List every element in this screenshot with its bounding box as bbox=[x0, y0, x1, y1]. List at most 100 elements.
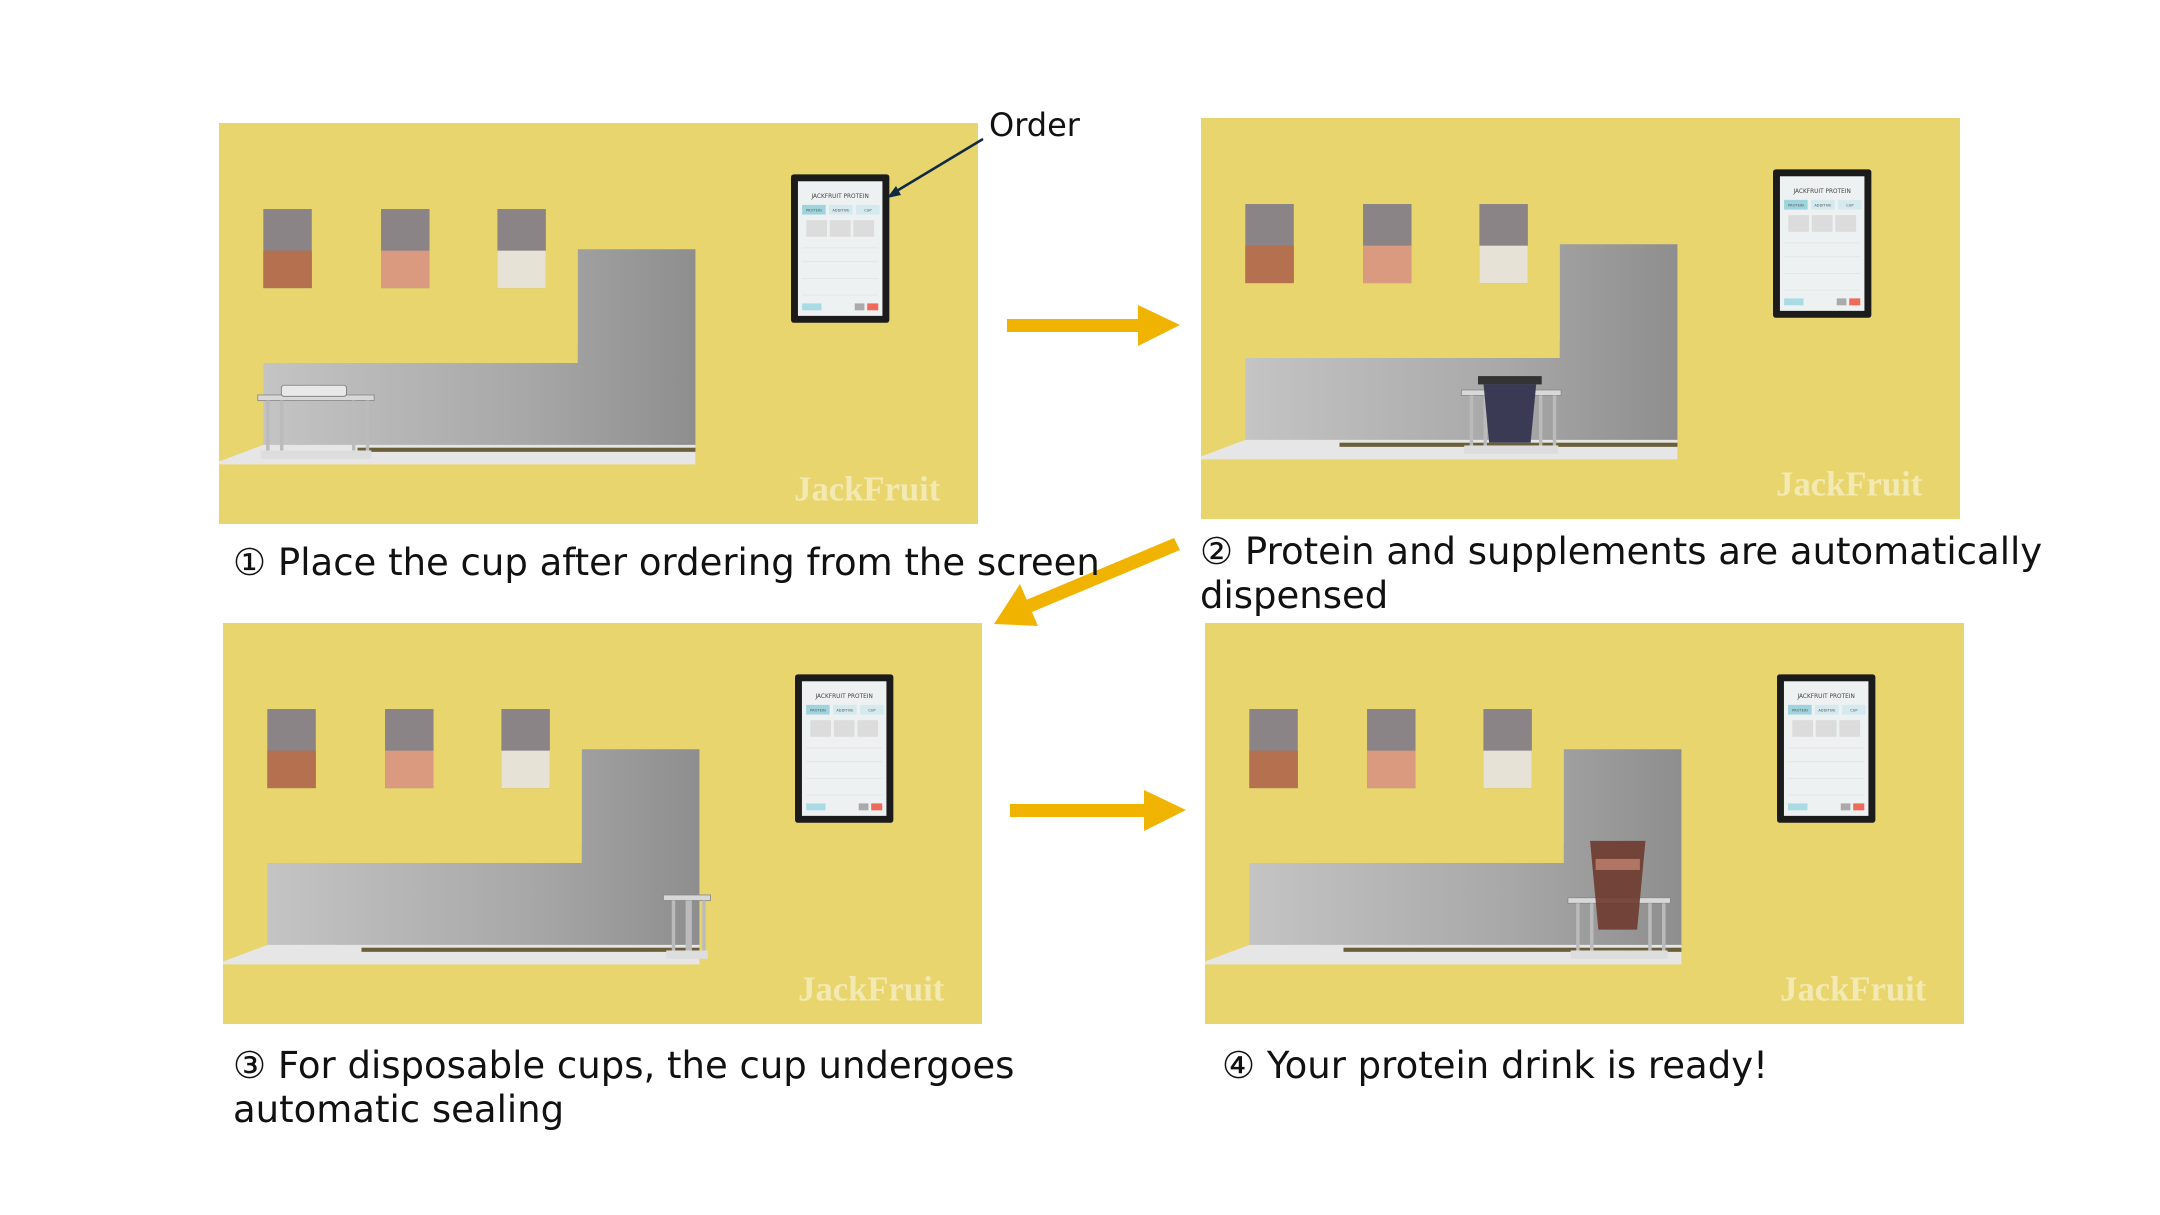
screen-option-tile bbox=[1835, 215, 1857, 232]
screen-tab-label: PROTEIN bbox=[806, 209, 822, 213]
jackfruit-watermark-logo: JackFruit bbox=[1776, 465, 1923, 503]
screen-tab-label: PROTEIN bbox=[810, 709, 826, 713]
stand-base bbox=[666, 950, 708, 959]
screen-button-cancel bbox=[854, 303, 865, 311]
dispensing-recess bbox=[1249, 749, 1682, 962]
screen-tab-label: CUP bbox=[1846, 204, 1854, 208]
screen-option-tile bbox=[1792, 720, 1814, 737]
powder-2 bbox=[381, 250, 430, 289]
powder-2 bbox=[1363, 245, 1412, 284]
screen-display bbox=[801, 681, 887, 816]
stand-leg bbox=[1576, 903, 1580, 957]
screen-tab-additive bbox=[833, 704, 857, 715]
step-2-caption-line-2: dispensed bbox=[1200, 574, 1389, 617]
screen-option-tile bbox=[810, 720, 832, 737]
screen-button-pay bbox=[871, 803, 883, 811]
stand-leg bbox=[671, 900, 676, 957]
leader-arrowhead-icon bbox=[887, 186, 901, 198]
screen-button-pay bbox=[1853, 803, 1865, 811]
jackfruit-watermark-logo: JackFruit bbox=[794, 470, 941, 508]
stand-base bbox=[1464, 445, 1559, 454]
stand-leg bbox=[1469, 395, 1474, 452]
screen-option-tile bbox=[1788, 215, 1810, 232]
screen-option-tile bbox=[833, 720, 855, 737]
stand-leg bbox=[1662, 903, 1666, 957]
screen-tab-protein bbox=[1788, 704, 1812, 715]
cup-lid bbox=[280, 384, 347, 397]
screen-display bbox=[797, 181, 883, 316]
screen-option-tile bbox=[853, 220, 875, 237]
screen-tab-label: ADDITIVE bbox=[836, 709, 854, 713]
screen-tab-additive bbox=[1815, 704, 1839, 715]
screen-tab-protein bbox=[802, 204, 826, 215]
screen-tab-cup bbox=[856, 204, 880, 215]
screen-button-pay bbox=[867, 303, 879, 311]
step-1-caption: ① Place the cup after ordering from the … bbox=[233, 541, 1100, 584]
stand-leg bbox=[1590, 903, 1594, 957]
cup-station bbox=[257, 384, 375, 459]
step-3-caption: ③ For disposable cups, the cup undergoes… bbox=[233, 1044, 1014, 1132]
powder-1 bbox=[1245, 245, 1294, 284]
stand-leg bbox=[685, 900, 690, 957]
step-3-caption-line-1: ③ For disposable cups, the cup undergoes bbox=[233, 1044, 1015, 1087]
step-3-caption-line-2: automatic sealing bbox=[233, 1088, 565, 1131]
powder-1 bbox=[267, 750, 316, 789]
cup-station bbox=[1460, 376, 1562, 454]
jackfruit-watermark-logo: JackFruit bbox=[1780, 970, 1927, 1008]
stand-leg bbox=[1538, 395, 1543, 452]
screen-button-pay bbox=[1849, 298, 1861, 306]
leader-line bbox=[894, 137, 984, 194]
screen-tab-label: PROTEIN bbox=[1792, 709, 1808, 713]
screen-tab-label: ADDITIVE bbox=[832, 209, 850, 213]
screen-tab-additive bbox=[1811, 199, 1835, 210]
screen-title: JACKFRUIT PROTEIN bbox=[1796, 694, 1854, 700]
screen-tab-protein bbox=[806, 704, 830, 715]
stand-leg bbox=[1648, 903, 1652, 957]
dispensing-recess bbox=[267, 749, 700, 962]
screen-option-tile bbox=[1815, 720, 1837, 737]
empty-cup bbox=[1483, 384, 1537, 443]
screen-option-tile bbox=[1839, 720, 1861, 737]
screen-button-order bbox=[1784, 298, 1804, 306]
powder-2 bbox=[385, 750, 434, 789]
screen-button-order bbox=[1788, 803, 1808, 811]
stand-leg bbox=[1483, 395, 1488, 452]
stand-leg bbox=[266, 400, 270, 457]
order-touchscreen: JACKFRUIT PROTEIN PROTEIN ADDITIVE CUP bbox=[795, 674, 894, 823]
screen-tab-label: ADDITIVE bbox=[1814, 204, 1832, 208]
stand-leg bbox=[688, 900, 692, 957]
screen-button-order bbox=[802, 303, 822, 311]
screen-option-tile bbox=[829, 220, 851, 237]
cup-station bbox=[663, 894, 711, 959]
screen-button-cancel bbox=[1840, 803, 1851, 811]
screen-tab-label: CUP bbox=[868, 709, 876, 713]
screen-display bbox=[1779, 176, 1865, 311]
step-4-caption: ④ Your protein drink is ready! bbox=[1222, 1044, 1768, 1087]
powder-3 bbox=[497, 250, 546, 289]
stand-leg bbox=[279, 400, 284, 457]
cup-station bbox=[1567, 840, 1671, 959]
powder-3 bbox=[1483, 750, 1532, 789]
dispensing-recess bbox=[263, 249, 696, 462]
order-callout-label: Order bbox=[989, 106, 1080, 144]
screen-display bbox=[1783, 681, 1869, 816]
conveyor-rail bbox=[1343, 947, 1682, 952]
flow-arrows bbox=[994, 305, 1186, 831]
dispensing-recess bbox=[1245, 244, 1678, 457]
screen-tab-label: PROTEIN bbox=[1788, 204, 1804, 208]
screen-tab-cup bbox=[1842, 704, 1866, 715]
screen-tab-additive bbox=[829, 204, 853, 215]
screen-title: JACKFRUIT PROTEIN bbox=[814, 694, 872, 700]
conveyor-rail bbox=[357, 447, 696, 452]
